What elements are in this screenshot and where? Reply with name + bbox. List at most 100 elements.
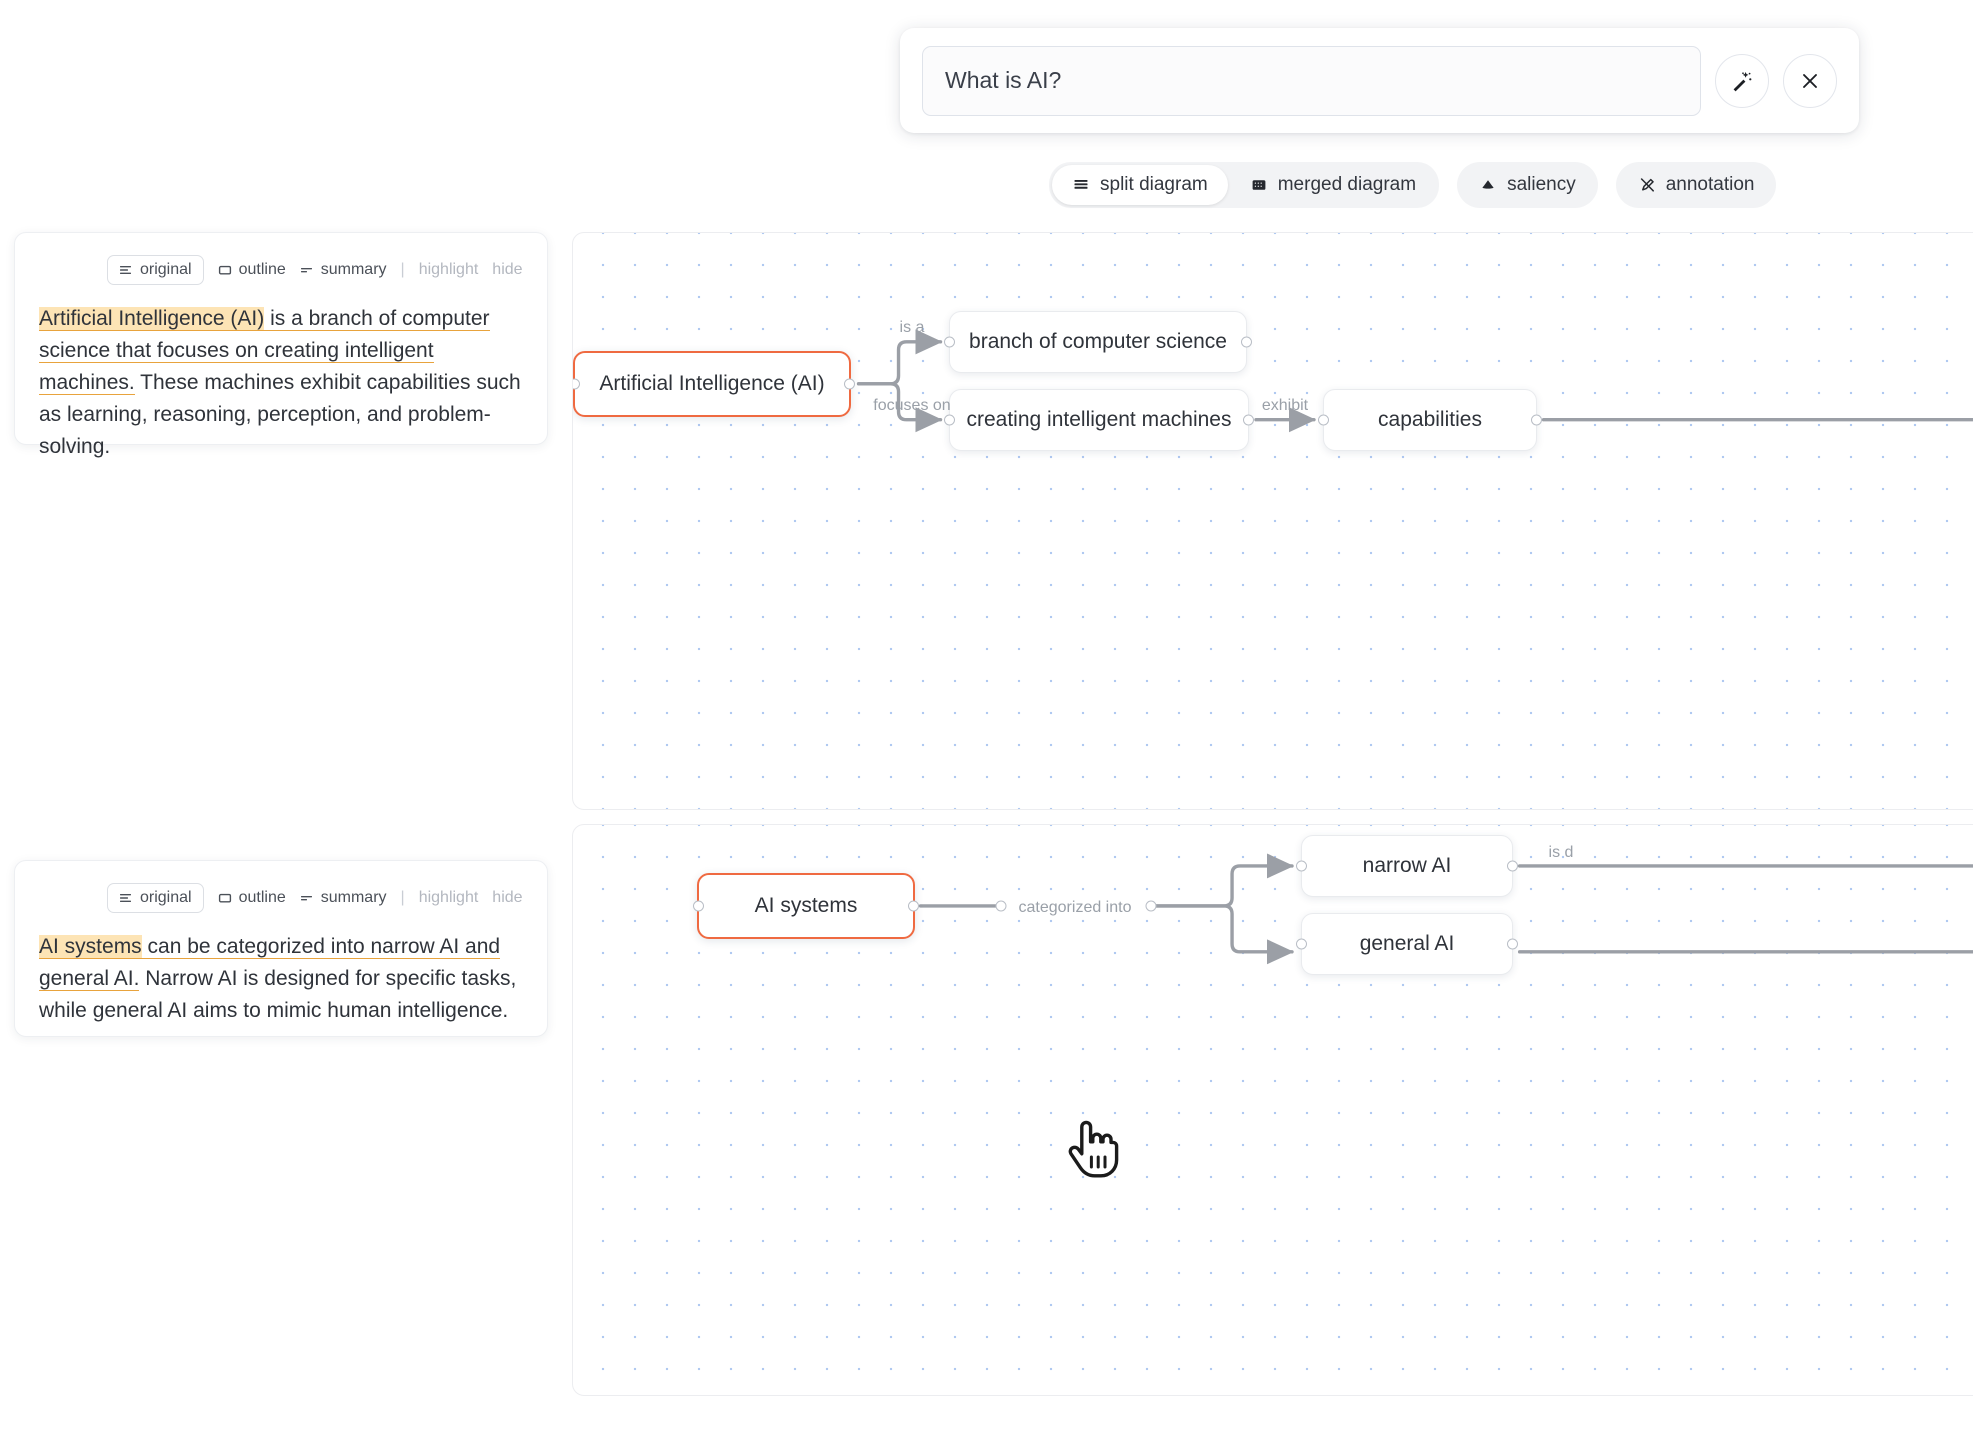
text-segment-highlighted[interactable]: Artificial Intelligence (AI)	[39, 307, 265, 331]
tab-label: split diagram	[1100, 174, 1208, 195]
toggle-highlight[interactable]: highlight	[419, 889, 479, 907]
edge-label: is a	[899, 319, 925, 336]
edge-handle[interactable]	[1145, 900, 1157, 912]
node-handle-right[interactable]	[1243, 414, 1254, 426]
toggle-hide[interactable]: hide	[492, 889, 522, 907]
diagram-node[interactable]: general AI	[1296, 913, 1518, 975]
control-label: highlight	[418, 261, 479, 278]
tab-split-diagram[interactable]: split diagram	[1052, 165, 1228, 205]
lines-icon	[120, 894, 131, 902]
dash-icon	[300, 268, 312, 273]
lines-icon	[120, 266, 131, 274]
square-icon	[218, 265, 231, 275]
tab-merged-diagram[interactable]: merged diagram	[1230, 165, 1436, 205]
merged-diagram-icon	[1250, 176, 1268, 194]
node-label: general AI	[1359, 932, 1455, 955]
text-segment-plain: Narrow AI is designed for specific tasks…	[39, 967, 517, 1022]
node-handle-left[interactable]	[1296, 860, 1307, 872]
view-mode-original[interactable]: original	[107, 883, 204, 913]
tab-label: saliency	[1507, 174, 1576, 195]
close-icon	[1803, 73, 1817, 88]
node-handle-left[interactable]	[1296, 938, 1307, 950]
tab-saliency[interactable]: saliency	[1457, 162, 1598, 208]
node-label: creating intelligent machines	[966, 408, 1232, 431]
control-label: summary	[320, 261, 387, 278]
view-mode-outline[interactable]: outline	[218, 261, 286, 279]
toggle-highlight[interactable]: highlight	[419, 261, 479, 279]
diagram-node[interactable]: creating intelligent machines	[944, 389, 1254, 451]
edge-layer	[856, 329, 1973, 433]
view-mode-original[interactable]: original	[107, 255, 204, 285]
text-segment-underlined[interactable]: can be categorized into narrow AI and ge…	[39, 935, 501, 991]
control-separator: |	[400, 261, 405, 278]
control-label: hide	[492, 261, 523, 278]
node-handle-left[interactable]	[573, 378, 580, 390]
node-label: branch of computer science	[969, 330, 1227, 353]
node-handle-left[interactable]	[944, 414, 955, 426]
tab-annotation[interactable]: annotation	[1615, 162, 1777, 208]
view-mode-outline[interactable]: outline	[218, 889, 286, 907]
node-label: AI systems	[754, 894, 858, 917]
search-bar	[900, 28, 1859, 133]
text-segment-highlighted[interactable]: AI systems	[39, 935, 142, 959]
node-handle-left[interactable]	[1318, 414, 1329, 426]
text-card: original outline summary | highlight	[14, 860, 548, 1037]
control-label: hide	[492, 889, 523, 906]
diagram-node[interactable]: capabilities	[1318, 389, 1542, 451]
node-handle-left[interactable]	[693, 900, 704, 912]
edge-label: categorized into	[1018, 899, 1132, 916]
edge-focuses-on	[856, 382, 943, 433]
node-handle-right[interactable]	[908, 900, 919, 912]
square-icon	[218, 893, 231, 903]
view-mode-summary[interactable]: summary	[300, 889, 387, 907]
card-controls: original outline summary | highlight	[107, 883, 523, 913]
diagram-node[interactable]: branch of computer science	[944, 311, 1252, 373]
view-mode-summary[interactable]: summary	[300, 261, 387, 279]
node-handle-right[interactable]	[844, 378, 855, 390]
diagram-canvas[interactable]: Artificial Intelligence (AI) branch of c…	[572, 232, 1973, 810]
node-handle-right[interactable]	[1507, 860, 1518, 872]
magic-wand-icon	[1733, 71, 1752, 91]
dot-grid-background	[573, 233, 1973, 809]
diagram-node[interactable]: narrow AI	[1296, 835, 1518, 897]
edge-handle[interactable]	[995, 900, 1007, 912]
close-button[interactable]	[1783, 53, 1837, 108]
edge-to-narrow-ai	[1148, 853, 1295, 908]
edge-label: exhibit	[1261, 397, 1309, 414]
toggle-hide[interactable]: hide	[492, 261, 522, 279]
node-label: narrow AI	[1362, 854, 1452, 877]
edge-label: focuses on	[873, 397, 951, 414]
card-controls: original outline summary | highlight	[107, 255, 523, 285]
node-handle-right[interactable]	[1507, 938, 1518, 950]
diagram-node[interactable]: AI systems	[693, 873, 919, 939]
control-label: highlight	[418, 889, 479, 906]
control-separator: |	[400, 889, 405, 906]
node-label: Artificial Intelligence (AI)	[599, 372, 825, 395]
control-label: original	[140, 889, 192, 906]
diagram-canvas[interactable]: AI systems narrow AI general AI categori…	[572, 824, 1973, 1396]
annotation-icon	[1638, 176, 1656, 194]
control-label: original	[140, 261, 192, 278]
tab-label: merged diagram	[1277, 174, 1417, 195]
control-label: outline	[238, 889, 286, 906]
card-body-text: AI systems can be categorized into narro…	[39, 931, 523, 1027]
card-body-text: Artificial Intelligence (AI) is a branch…	[39, 303, 523, 463]
dash-icon	[300, 896, 312, 901]
mode-toolbar: split diagram merged diagram	[1049, 162, 1777, 208]
tab-label: annotation	[1665, 174, 1755, 195]
search-input[interactable]	[922, 45, 1701, 116]
node-label: capabilities	[1378, 408, 1482, 431]
diagram-node[interactable]: Artificial Intelligence (AI)	[573, 351, 855, 417]
text-segment-underlined[interactable]: is a branch of computer science that foc…	[39, 307, 490, 395]
node-handle-left[interactable]	[944, 336, 955, 348]
generate-button[interactable]	[1715, 53, 1769, 108]
text-segment-plain: These machines exhibit capabilities such…	[39, 371, 521, 458]
node-handle-right[interactable]	[1241, 336, 1252, 348]
diagram-mode-group: split diagram merged diagram	[1049, 162, 1440, 208]
saliency-icon	[1479, 176, 1497, 194]
split-diagram-icon	[1072, 176, 1090, 194]
control-label: summary	[320, 889, 387, 906]
edge-is-a	[856, 329, 943, 386]
edge-label: is d	[1548, 844, 1574, 861]
node-handle-right[interactable]	[1531, 414, 1542, 426]
